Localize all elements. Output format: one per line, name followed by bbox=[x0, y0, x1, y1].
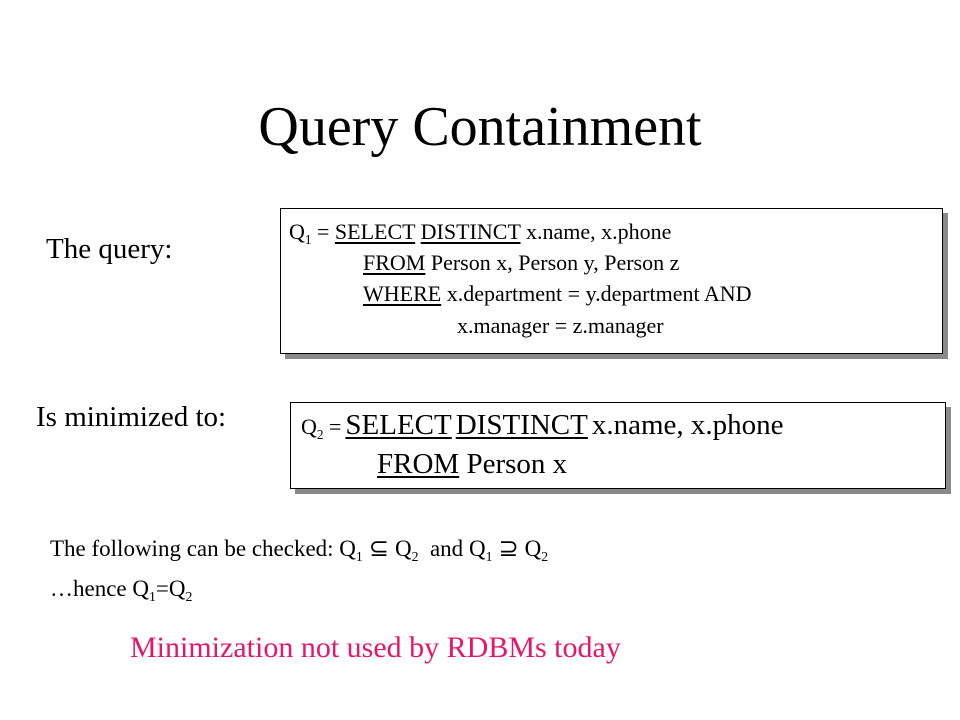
q1-subscript: 1 bbox=[304, 231, 312, 247]
note-q1-b: Q1 bbox=[468, 536, 493, 564]
q1-name: Q bbox=[289, 219, 305, 244]
q1-from-list: Person x, Person y, Person z bbox=[430, 250, 680, 275]
q1-condition-2: x.manager = z.manager bbox=[457, 313, 664, 338]
q1-line-3: WHERE x.department = y.department AND bbox=[363, 280, 752, 307]
hence-q2: Q2 bbox=[168, 576, 193, 604]
q2-line-2: FROM Person x bbox=[377, 447, 567, 481]
note-q2-b: Q2 bbox=[524, 536, 549, 564]
q2-subscript: 2 bbox=[316, 426, 324, 442]
q1-distinct-keyword: DISTINCT bbox=[420, 219, 521, 244]
hence-note: …hence Q1=Q2 bbox=[50, 575, 192, 606]
q1-line-1: Q1 = SELECT DISTINCT x.name, x.phone bbox=[289, 218, 671, 248]
q1-select-keyword: SELECT bbox=[334, 219, 416, 244]
hence-q1: Q1 bbox=[132, 576, 156, 604]
q2-select-keyword: SELECT bbox=[345, 409, 452, 441]
q1-line-2: FROM Person x, Person y, Person z bbox=[363, 249, 679, 276]
q1-select-list: x.name, x.phone bbox=[526, 219, 672, 244]
hence-text: …hence bbox=[50, 576, 127, 601]
minimized-label: Is minimized to: bbox=[36, 401, 227, 433]
q1-equals: = bbox=[316, 219, 330, 244]
query-label: The query: bbox=[46, 233, 173, 265]
note-and: and bbox=[429, 536, 464, 561]
q2-from-keyword: FROM bbox=[377, 448, 460, 480]
q2-name: Q bbox=[301, 414, 317, 439]
q1-where-keyword: WHERE bbox=[363, 281, 442, 306]
q2-distinct-keyword: DISTINCT bbox=[455, 409, 588, 441]
superset-symbol: ⊇ bbox=[498, 536, 519, 562]
q2-from-list: Person x bbox=[466, 448, 568, 480]
subset-symbol: ⊆ bbox=[368, 536, 389, 562]
q2-select-list: x.name, x.phone bbox=[591, 409, 784, 441]
remark-text: Minimization not used by RDBMs today bbox=[130, 631, 621, 664]
slide-title: Query Containment bbox=[258, 96, 702, 158]
note-text: The following can be checked: bbox=[50, 536, 334, 561]
note-q1: Q1 bbox=[339, 536, 363, 564]
q1-condition-1: x.department = y.department AND bbox=[446, 281, 752, 306]
query-q1-box: Q1 = SELECT DISTINCT x.name, x.phone FRO… bbox=[280, 208, 943, 354]
q1-line-4: x.manager = z.manager bbox=[457, 312, 664, 339]
q1-from-keyword: FROM bbox=[363, 250, 426, 275]
note-q2: Q2 bbox=[394, 536, 419, 564]
containment-note: The following can be checked: Q1⊆Q2 and … bbox=[50, 535, 548, 566]
hence-equals: = bbox=[155, 576, 169, 601]
q2-line-1: Q2 = SELECT DISTINCT x.name, x.phone bbox=[301, 408, 784, 443]
q2-equals: = bbox=[328, 414, 342, 439]
query-q2-box: Q2 = SELECT DISTINCT x.name, x.phone FRO… bbox=[290, 402, 946, 489]
